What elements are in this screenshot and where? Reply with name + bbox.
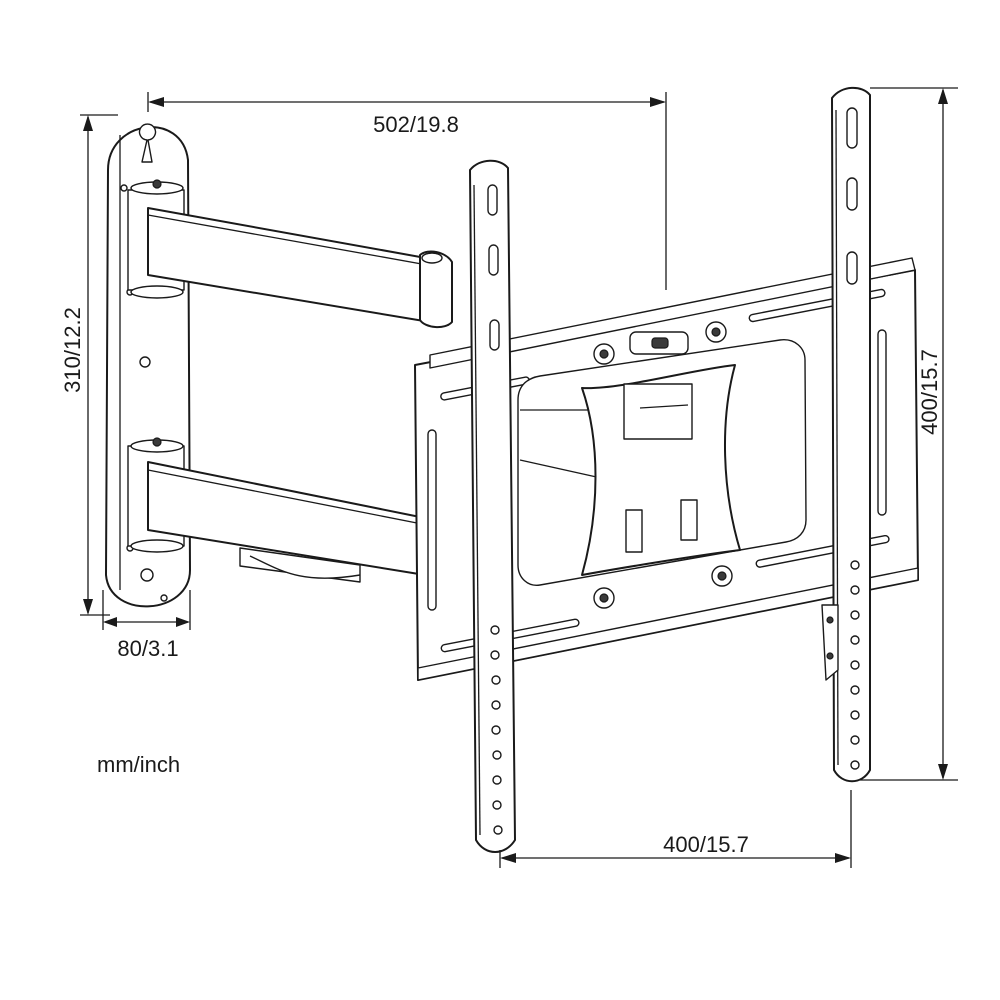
units-note: mm/inch [97, 752, 180, 777]
dimension-vesa-vertical: 400/15.7 [860, 87, 958, 781]
vesa-horizontal-label: 400/15.7 [663, 832, 749, 857]
dimension-overall-width: 502/19.8 [147, 92, 667, 290]
wall-plate-height-label: 310/12.2 [60, 307, 85, 393]
left-rail-holes [490, 625, 503, 835]
dimension-vesa-horizontal: 400/15.7 [499, 790, 852, 868]
wall-plate-width-label: 80/3.1 [117, 636, 178, 661]
centre-carriage [581, 321, 741, 609]
dimension-wall-plate-width: 80/3.1 [102, 590, 191, 661]
right-vertical-rail [821, 86, 871, 783]
right-rail-holes [850, 560, 860, 770]
vesa-vertical-label: 400/15.7 [917, 349, 942, 435]
left-vertical-rail [469, 159, 516, 853]
bolt-nuts [593, 321, 733, 609]
lower-arm [147, 461, 426, 583]
dimension-wall-plate-height: 310/12.2 [60, 114, 118, 616]
upper-arm [147, 207, 453, 328]
overall-width-label: 502/19.8 [373, 112, 459, 137]
